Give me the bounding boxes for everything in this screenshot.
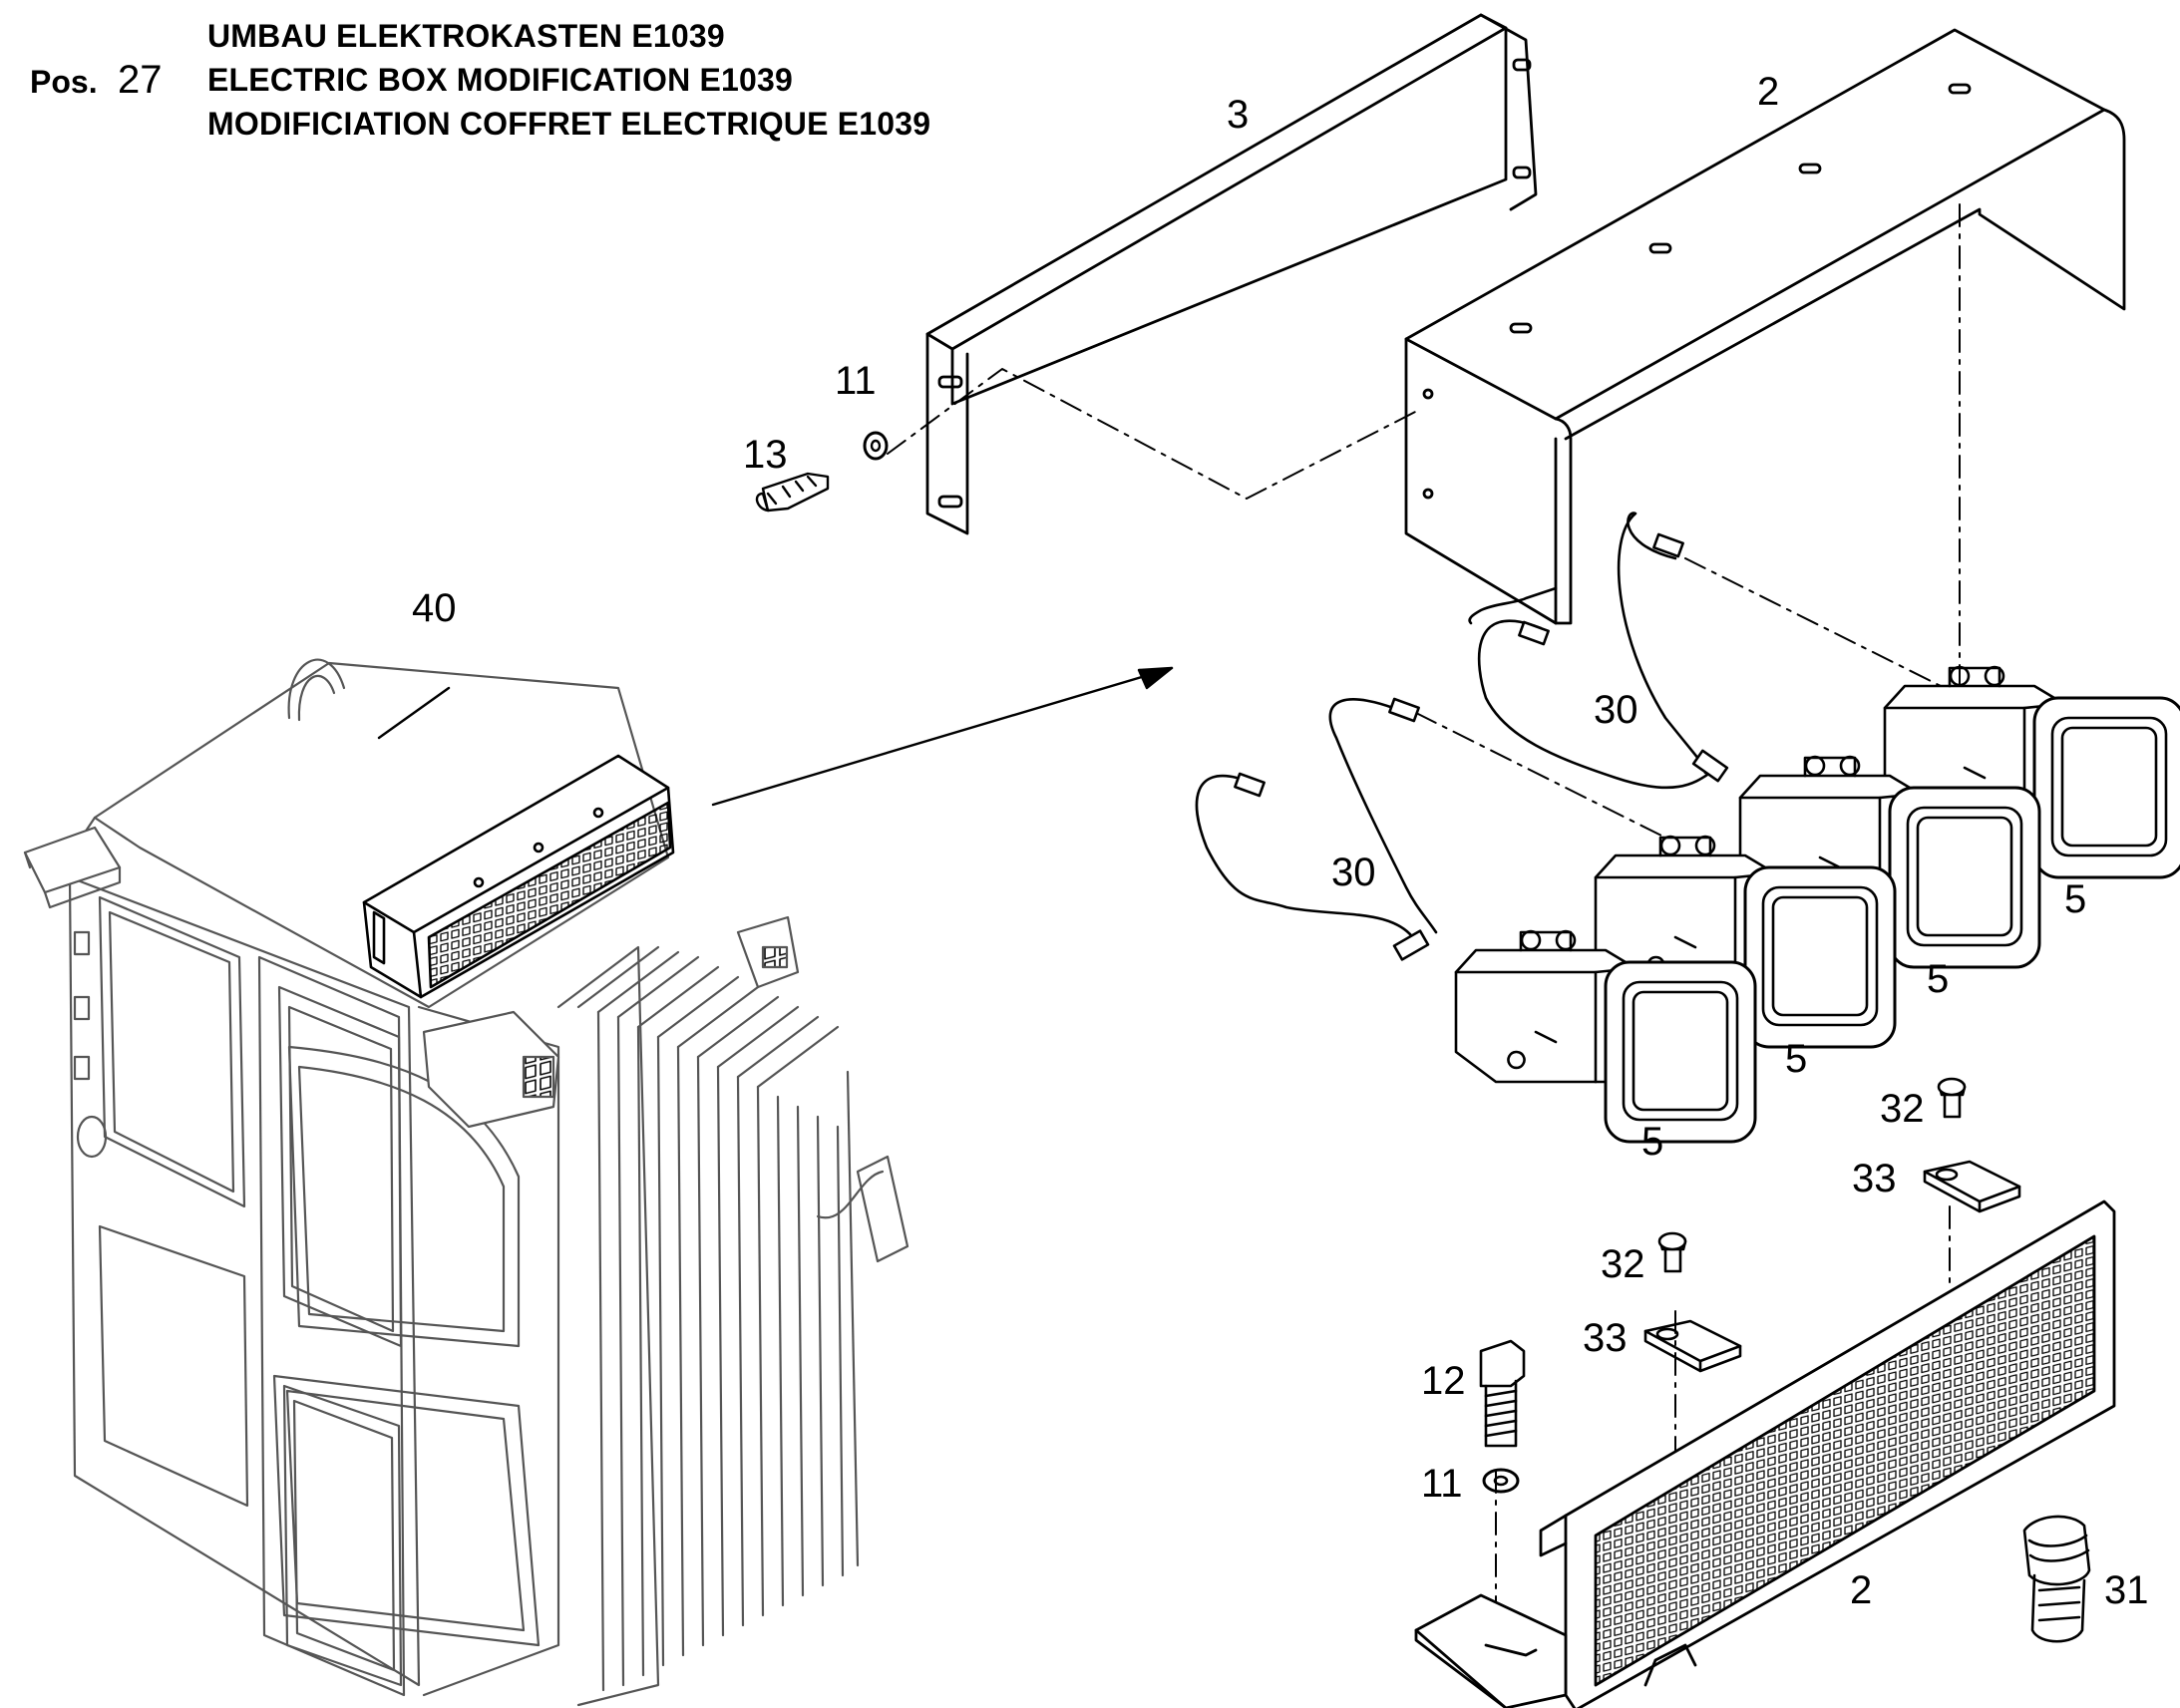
title-german: UMBAU ELEKTROKASTEN E1039 (207, 18, 725, 54)
callout-11-bottom: 11 (1421, 1462, 1463, 1506)
grille-part-2-bottom (1414, 1199, 2116, 1708)
callout-5-a: 5 (2064, 877, 2087, 921)
title-english: ELECTRIC BOX MODIFICATION E1039 (207, 62, 794, 98)
machine-body-drawing (23, 658, 909, 1707)
callout-30-a: 30 (1594, 688, 1638, 732)
callout-2-bottom: 2 (1850, 1568, 1873, 1612)
callout-13: 13 (743, 433, 788, 477)
bolt-12-and-washer-11 (1479, 1339, 1526, 1494)
electric-box-installed (362, 754, 675, 999)
callout-32-a: 32 (1880, 1087, 1925, 1131)
callout-40: 40 (412, 586, 457, 630)
assembly-arrow (711, 666, 1174, 807)
callout-33-a: 33 (1852, 1157, 1897, 1200)
assembly-centerlines (887, 203, 1961, 1646)
callout-11-top: 11 (835, 359, 877, 403)
callout-5-c: 5 (1785, 1037, 1808, 1081)
callout-2-top: 2 (1757, 70, 1780, 114)
bolt-13-and-washer-11 (755, 431, 889, 512)
cable-gland-part-31 (2022, 1515, 2091, 1643)
callout-5-d: 5 (1641, 1120, 1664, 1164)
position-number: 27 (118, 58, 163, 102)
cables-part-30 (1195, 512, 1729, 961)
callout-33-b: 33 (1583, 1316, 1628, 1360)
callout-31: 31 (2104, 1568, 2149, 1612)
callout-12: 12 (1421, 1359, 1466, 1403)
screws-32-and-clips-33 (1643, 1077, 2021, 1373)
callout-30-b: 30 (1331, 851, 1376, 894)
callout-32-b: 32 (1601, 1242, 1645, 1286)
callout-5-b: 5 (1927, 957, 1950, 1001)
leader-40 (377, 686, 451, 740)
title-french: MODIFICIATION COFFRET ELECTRIQUE E1039 (207, 106, 931, 142)
position-label: Pos. (30, 64, 98, 100)
callout-3: 3 (1227, 93, 1250, 137)
cover-part-2-top (1404, 28, 2126, 625)
